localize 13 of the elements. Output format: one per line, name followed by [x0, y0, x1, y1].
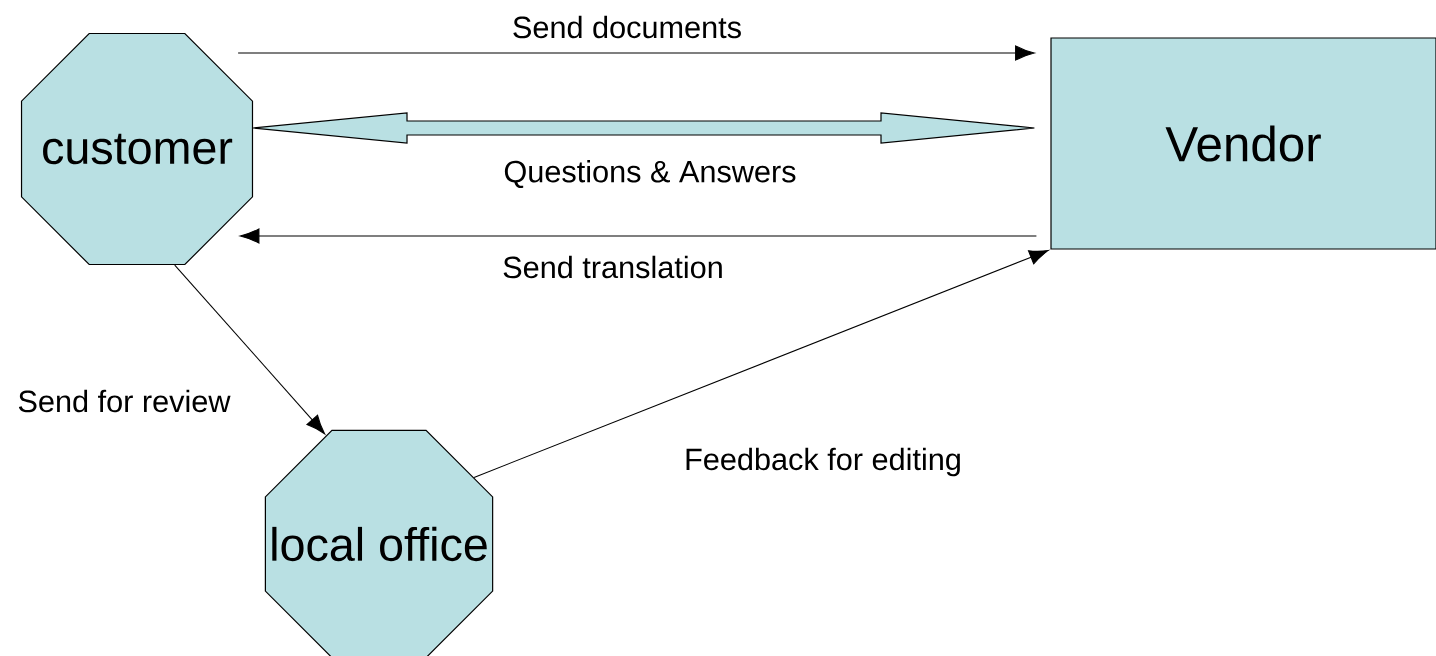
arrow: [473, 249, 1049, 478]
octagon-node: customer: [20, 32, 254, 266]
edge-label: Send for review: [16, 388, 232, 414]
process-box: Vendor: [1050, 37, 1436, 250]
octagon-node: local office: [264, 429, 494, 656]
arrow: [237, 45, 1035, 61]
edge-label: Questions & Answers: [502, 158, 798, 190]
arrow: [239, 228, 1037, 244]
block-arrow: [252, 112, 1035, 144]
arrow: [174, 264, 326, 435]
edge-label: Send translation: [500, 254, 726, 280]
edge-label: Send documents: [510, 14, 744, 40]
edge-label: Feedback for editing: [682, 446, 964, 478]
